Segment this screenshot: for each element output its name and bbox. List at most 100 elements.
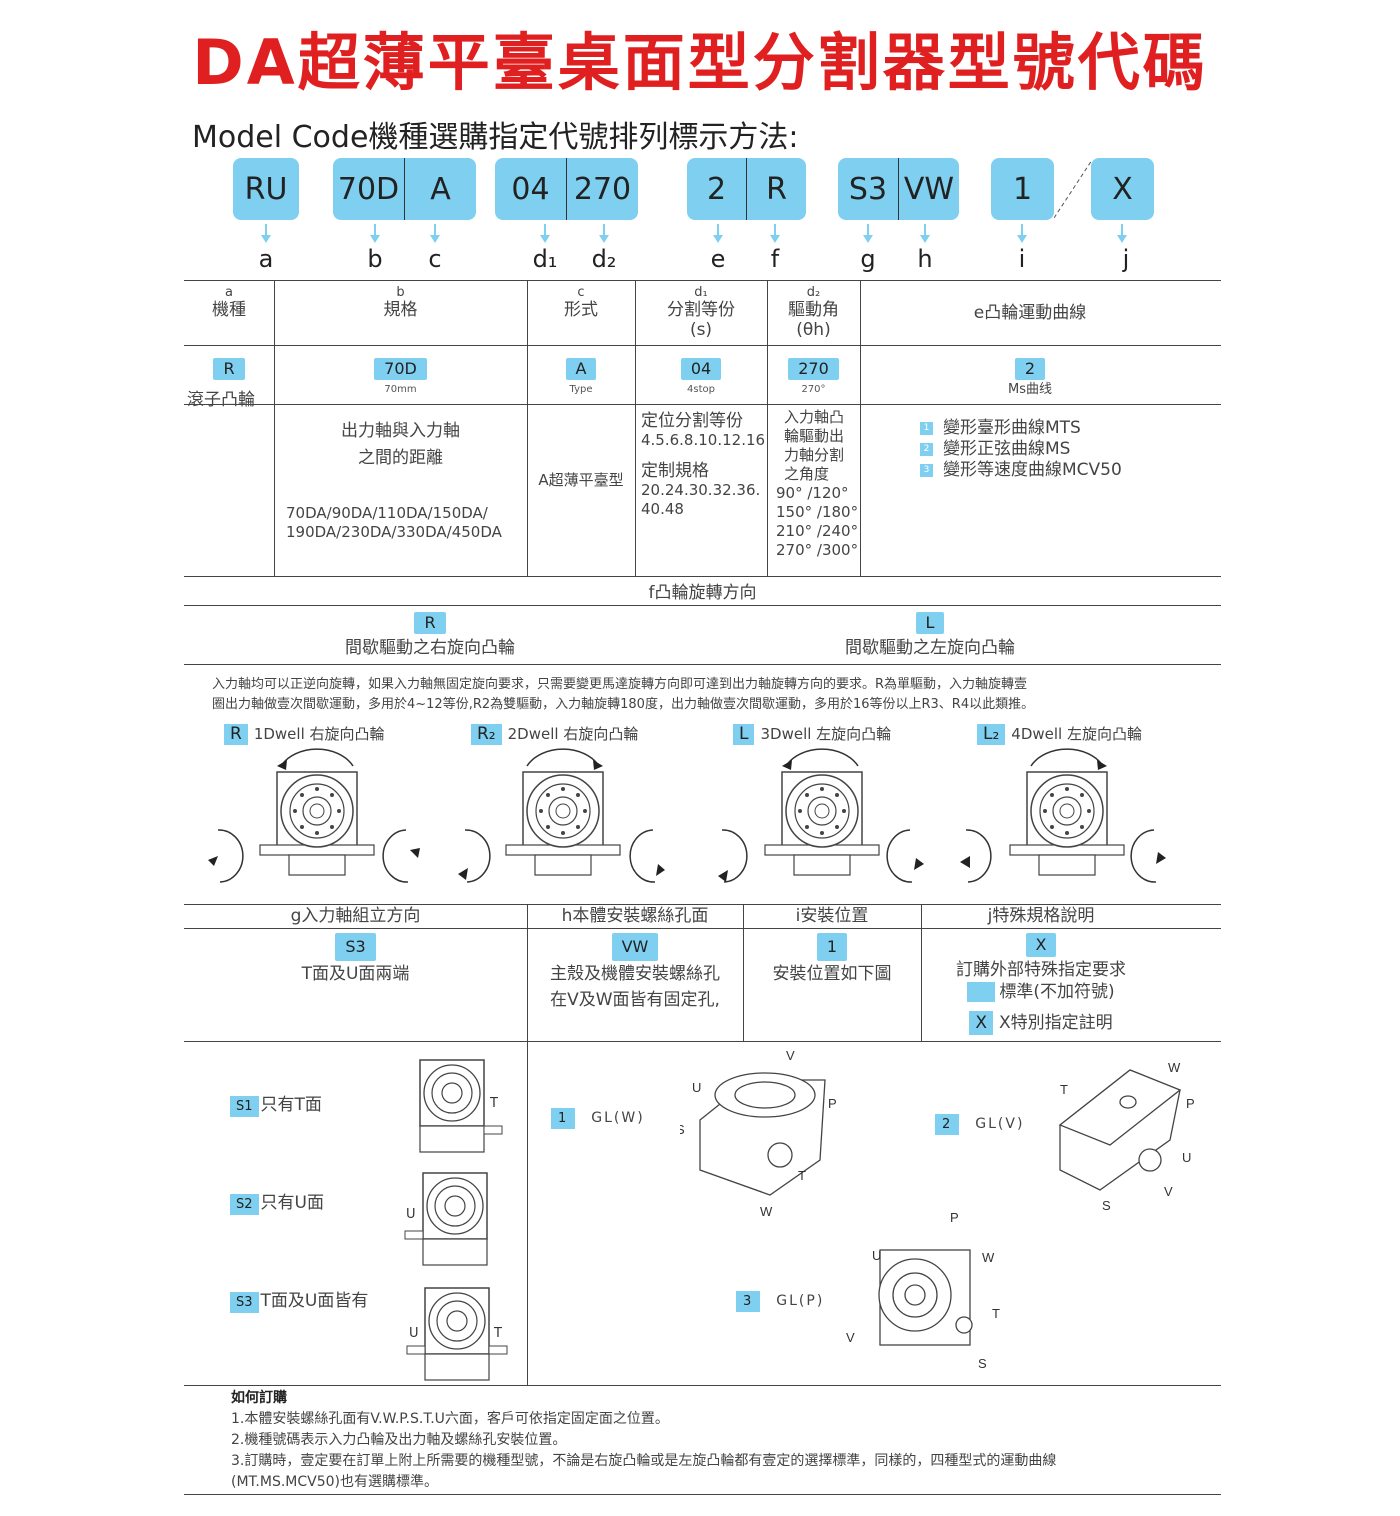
code-a: R (184, 358, 274, 380)
header-h: h本體安裝螺絲孔面 (561, 906, 709, 926)
face-letter: U (1182, 1150, 1191, 1165)
slash-divider-icon (1054, 159, 1093, 219)
rotation-left: L 間歇驅動之左旋向凸輪 (845, 612, 1015, 658)
g-cell: S3 T面及U面兩端 (184, 933, 527, 987)
code-part: X (1112, 171, 1133, 207)
header-i: i安裝位置 (795, 906, 869, 926)
code-box-j: X (1091, 158, 1154, 220)
code-d1: 04 4stop (635, 358, 767, 400)
code-box-d: 04 270 (495, 158, 638, 220)
code-part: RU (244, 171, 288, 207)
face-letter: S (978, 1356, 987, 1371)
rotation-right: R 間歇驅動之右旋向凸輪 (345, 612, 515, 658)
desc-d1: 定位分割等份 4.5.6.8.10.12.16 定制規格 20.24.30.32… (641, 411, 766, 519)
code-part: 70D (337, 171, 400, 207)
code-arrows (261, 224, 1127, 243)
code-letter-c: c (428, 245, 442, 273)
face-letter: V (786, 1050, 795, 1063)
header-j: j特殊規格說明 (987, 906, 1095, 926)
face-letter: P (828, 1096, 837, 1111)
face-letter: P (1186, 1096, 1195, 1111)
header-a: a 機種 (212, 285, 246, 321)
rule (184, 280, 1221, 281)
code-part: 270 (573, 171, 632, 207)
header-d2: d₂ 驅動角 (θh) (788, 285, 839, 341)
code-letter-b: b (367, 245, 383, 273)
desc-d2: 入力軸凸 輪驅動出 力軸分割 之角度 90° /120° 150° /180° … (776, 408, 859, 559)
code-box-gh: S3 VW (838, 158, 959, 220)
face-letter: U (872, 1248, 881, 1263)
face-letter: T (490, 1096, 498, 1111)
code-letter-e: e (710, 245, 726, 273)
code-d2: 270 270° (767, 358, 860, 400)
rotation-note: 入力軸均可以正逆向旋轉，如果入力軸無固定旋向要求，只需要變更馬達旋轉方向即可達到… (212, 677, 1035, 712)
face-letter: S (680, 1122, 685, 1137)
code-e: 2 Ms曲线 (1008, 358, 1052, 397)
rule (184, 345, 1221, 346)
header-d1: d₁ 分割等份 (s) (667, 285, 735, 341)
header-b: b 規格 (383, 285, 418, 321)
rule (184, 404, 1221, 405)
page-title: DA超薄平臺桌面型分割器型號代碼 (192, 26, 1208, 99)
face-letter: U (692, 1080, 701, 1095)
code-letter-h: h (917, 245, 933, 273)
code-a-label: 滾子凸輪 (187, 390, 255, 410)
code-letter-d2: d₂ (591, 245, 617, 273)
code-box-bc: 70D A (333, 158, 476, 220)
face-letter: W (1168, 1060, 1181, 1075)
face-letter: U (406, 1207, 416, 1222)
position-drawings: U V P S T W T W P U V S P U W T V S (680, 1050, 1195, 1371)
code-b: 70D 70mm (274, 358, 527, 400)
code-part: S3 (848, 171, 888, 207)
rule (184, 576, 1221, 577)
face-letter: V (1164, 1184, 1173, 1199)
page-subtitle: Model Code機種選購指定代號排列標示方法: (192, 120, 799, 155)
code-letter-f: f (770, 245, 780, 273)
face-letter: W (982, 1250, 995, 1265)
mount-drawings (404, 1059, 508, 1381)
face-letter: W (760, 1204, 773, 1219)
indexer-drawings (208, 748, 1166, 883)
rotation-header: f凸輪旋轉方向 (648, 583, 757, 603)
face-letter: T (798, 1168, 806, 1183)
h-cell: VW 主殼及機體安裝螺絲孔 在V及W面皆有固定孔, (527, 933, 743, 1013)
header-g: g入力軸組立方向 (290, 906, 421, 926)
desc-b-models: 70DA/90DA/110DA/150DA/ 190DA/230DA/330DA… (286, 504, 502, 541)
header-e: e凸輪運動曲線 (973, 303, 1087, 323)
face-letter: P (950, 1210, 959, 1225)
face-letter: T (1060, 1082, 1068, 1097)
code-letter-g: g (860, 245, 876, 273)
face-letter: T (992, 1306, 1000, 1321)
code-c: A Type (527, 358, 635, 400)
code-part: A (430, 171, 451, 207)
code-letter-i: i (1018, 245, 1026, 273)
code-box-a: RU (233, 158, 299, 220)
order-section: 如何訂購 1.本體安裝螺絲孔面有V.W.P.S.T.U六面，客戶可依指定固定面之… (231, 1390, 1057, 1490)
header-c: c 形式 (564, 285, 598, 321)
code-part: 1 (1012, 171, 1033, 207)
desc-b: 出力軸與入力軸 之間的距離 (341, 421, 460, 468)
face-letter: S (1102, 1198, 1111, 1213)
face-letter: U (409, 1326, 419, 1341)
code-box-i: 1 (991, 158, 1054, 220)
code-part: 2 (706, 171, 727, 207)
face-letter: T (494, 1326, 502, 1341)
desc-c: A超薄平臺型 (538, 471, 624, 489)
face-letter: V (846, 1330, 855, 1345)
code-part: 04 (511, 171, 550, 207)
